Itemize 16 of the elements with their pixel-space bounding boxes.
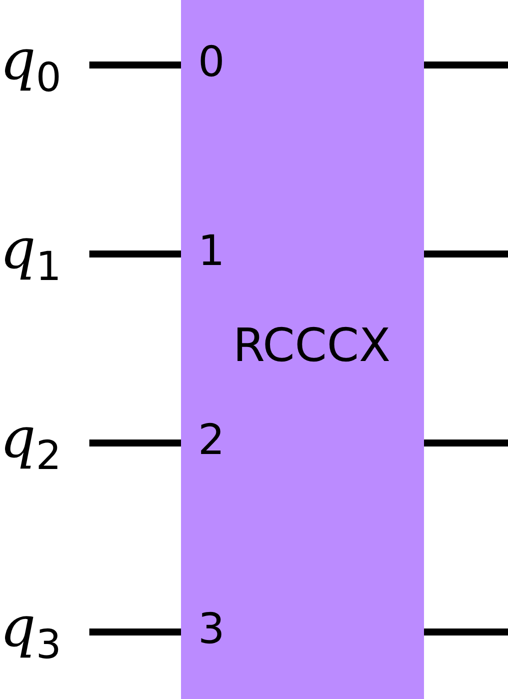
- port-number: 0: [181, 41, 225, 83]
- qubit-wire: [89, 440, 181, 446]
- qubit-wire: [89, 628, 181, 636]
- qubit-wire: [424, 440, 508, 446]
- qubit-wire: [89, 250, 181, 258]
- qubit-label: q$_{2}$: [0, 411, 62, 467]
- qubit-wire: [424, 628, 508, 636]
- gate-box: [181, 0, 424, 699]
- port-number: 1: [181, 230, 225, 272]
- qubit-wire: [89, 62, 181, 68]
- port-number: 2: [181, 419, 225, 461]
- gate-label: RCCCX: [233, 322, 391, 368]
- qubit-label: q$_{1}$: [0, 222, 62, 278]
- qubit-wire: [424, 250, 508, 258]
- port-number: 3: [181, 608, 225, 650]
- qubit-wire: [424, 62, 508, 68]
